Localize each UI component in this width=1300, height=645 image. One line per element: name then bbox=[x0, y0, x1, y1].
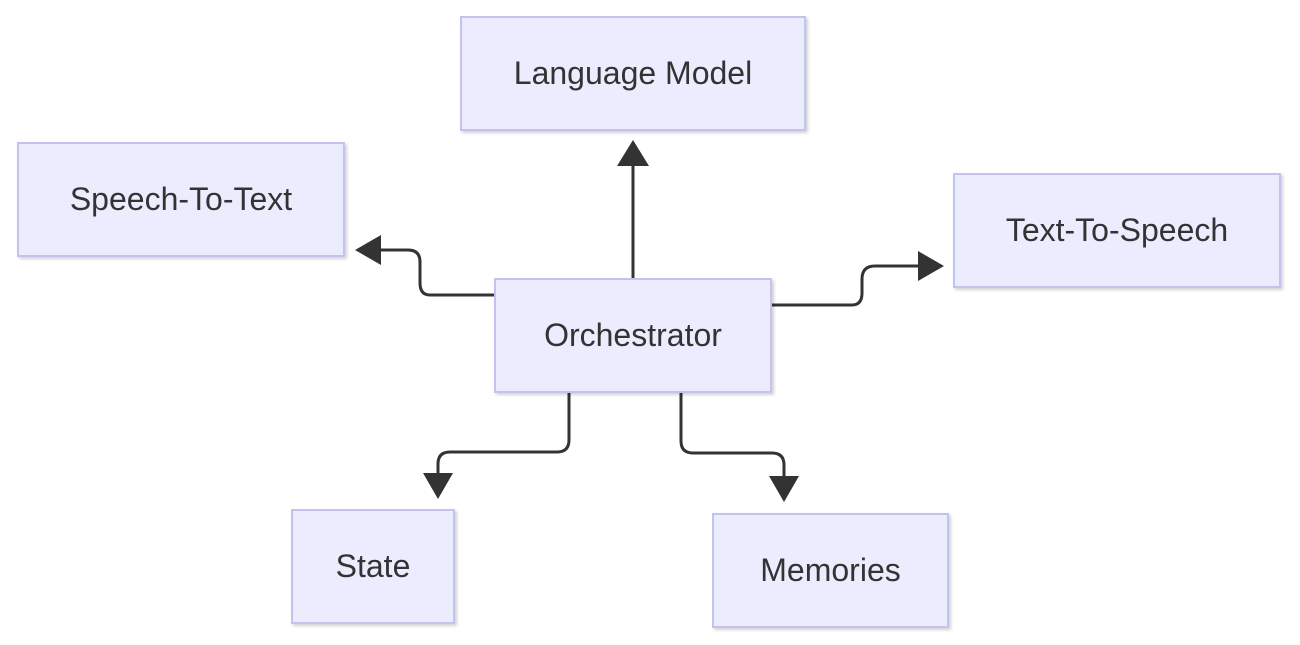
node-label: Text-To-Speech bbox=[1005, 212, 1229, 248]
arrowhead-speech-to-text bbox=[355, 235, 381, 265]
edge-orchestrator-to-text-to-speech bbox=[772, 264, 918, 307]
node-label: Speech-To-Text bbox=[69, 181, 293, 217]
node-label: Language Model bbox=[513, 55, 753, 91]
node-state: State bbox=[291, 509, 455, 624]
arrowhead-memories bbox=[769, 476, 799, 502]
arrowhead-language-model bbox=[617, 140, 649, 166]
node-memories: Memories bbox=[712, 513, 949, 628]
edge-orchestrator-to-memories bbox=[679, 393, 786, 476]
node-text-to-speech: Text-To-Speech bbox=[953, 173, 1281, 288]
node-label: Orchestrator bbox=[544, 317, 722, 353]
node-speech-to-text: Speech-To-Text bbox=[17, 142, 345, 257]
edge-orchestrator-to-speech-to-text bbox=[380, 248, 494, 297]
node-orchestrator: Orchestrator bbox=[494, 278, 772, 393]
node-language-model: Language Model bbox=[460, 16, 806, 131]
node-label: State bbox=[335, 548, 411, 584]
node-label: Memories bbox=[760, 552, 901, 588]
arrowhead-state bbox=[423, 473, 453, 499]
edge-orchestrator-to-state bbox=[436, 393, 571, 473]
arrowhead-text-to-speech bbox=[918, 251, 944, 281]
